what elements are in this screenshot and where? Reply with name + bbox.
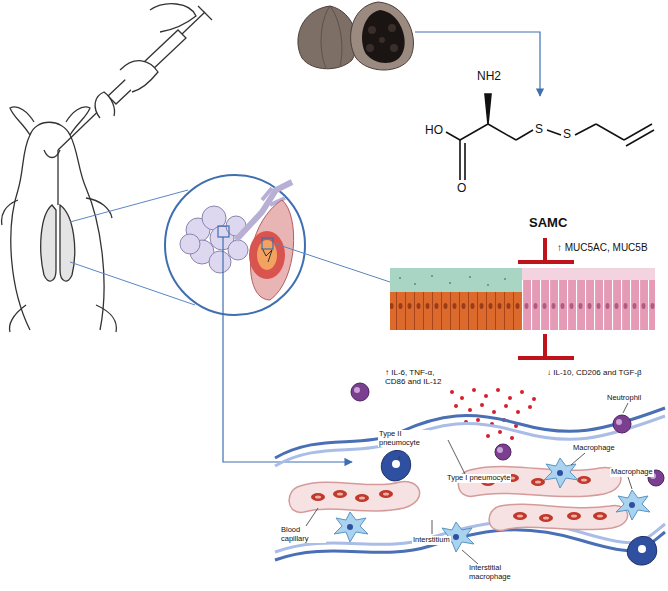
leader-line <box>432 520 433 534</box>
atom-label: HO <box>424 124 444 138</box>
leader-line <box>623 403 628 413</box>
zoom-line <box>273 243 390 282</box>
cell-label: Macrophage <box>610 468 654 477</box>
cytokine-label: ↓ IL-10, CD206 and TGF-β <box>546 368 648 377</box>
cell-label: Interstitial macrophage <box>468 564 530 581</box>
leader-line <box>462 550 478 564</box>
cytokine-label: ↑ IL-6, TNF-α, CD86 and IL-12 <box>384 368 456 386</box>
leader-line <box>448 440 465 474</box>
cell-label: Type II pneumocyte <box>378 430 430 447</box>
leader-line <box>398 456 400 460</box>
rat-drawing <box>2 107 117 332</box>
lung-zoom <box>165 175 305 315</box>
cell-label: Macrophage <box>572 444 616 453</box>
cell-label: Neutrophil <box>606 394 642 403</box>
atom-label: S <box>534 123 544 137</box>
cell-label: Interstitium <box>412 536 451 545</box>
syringe-drawing <box>58 4 212 150</box>
leader-line <box>571 453 585 465</box>
zoom-arrow <box>223 237 352 462</box>
atom-label: S <box>562 128 572 142</box>
leader-line <box>628 477 632 489</box>
atom-label: NH2 <box>476 70 502 84</box>
cell-label: Blood capillary <box>280 526 326 543</box>
black-garlic <box>298 2 414 70</box>
source-arrow <box>415 32 540 96</box>
compound-name: SAMC <box>528 216 568 231</box>
cell-label: Type I pneumocyte <box>446 474 511 483</box>
airway-epithelium <box>390 268 655 330</box>
alveolar-scene <box>275 383 665 565</box>
leader-line <box>306 508 318 526</box>
chemical-structure <box>446 94 654 180</box>
atom-label: O <box>456 182 467 196</box>
mucin-label: ↑ MUC5AC, MUC5B <box>556 242 649 254</box>
